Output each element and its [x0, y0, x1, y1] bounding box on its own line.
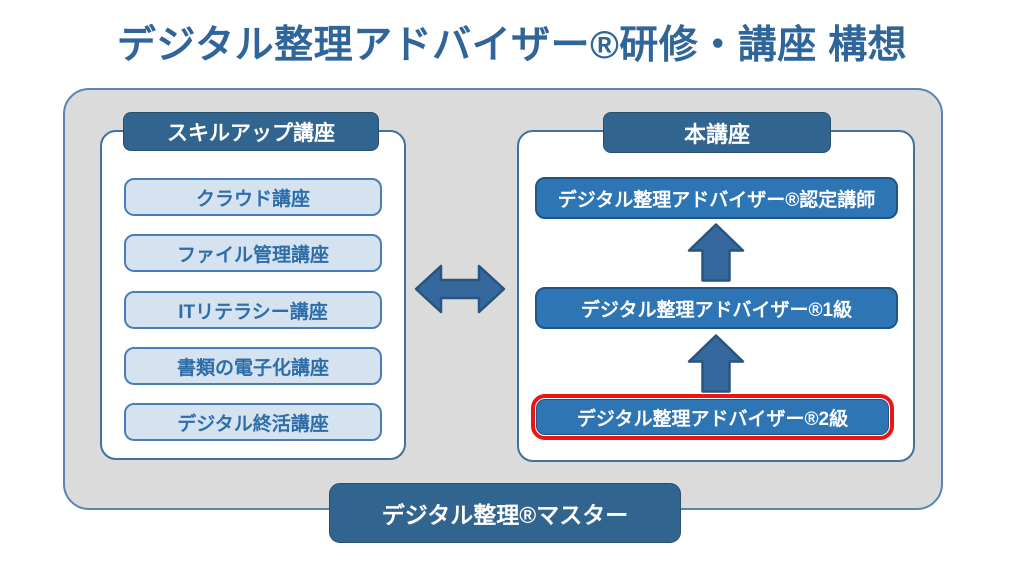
course-box-it-literacy: ITリテラシー講座 [124, 291, 382, 329]
course-box-cloud: クラウド講座 [124, 178, 382, 216]
course-box-digitization: 書類の電子化講座 [124, 347, 382, 385]
level-box-certified-lecturer: デジタル整理アドバイザー®認定講師 [535, 177, 898, 219]
skill-up-panel-header: スキルアップ講座 [123, 112, 379, 151]
main-course-panel-header: 本講座 [603, 112, 831, 153]
up-arrow-icon-top [687, 223, 745, 282]
digital-seiri-master-box: デジタル整理®マスター [329, 483, 681, 543]
page-title: デジタル整理アドバイザー®研修・講座 構想 [116, 24, 908, 67]
level-box-grade1: デジタル整理アドバイザー®1級 [535, 287, 898, 329]
level-box-grade2: デジタル整理アドバイザー®2級 [536, 399, 889, 435]
course-box-file-mgmt: ファイル管理講座 [124, 234, 382, 272]
course-box-digital-shukatsu: デジタル終活講座 [124, 403, 382, 441]
up-arrow-icon-bottom [687, 334, 745, 393]
bidirectional-arrow-icon [414, 264, 506, 314]
grade2-highlight-frame: デジタル整理アドバイザー®2級 [531, 394, 894, 440]
